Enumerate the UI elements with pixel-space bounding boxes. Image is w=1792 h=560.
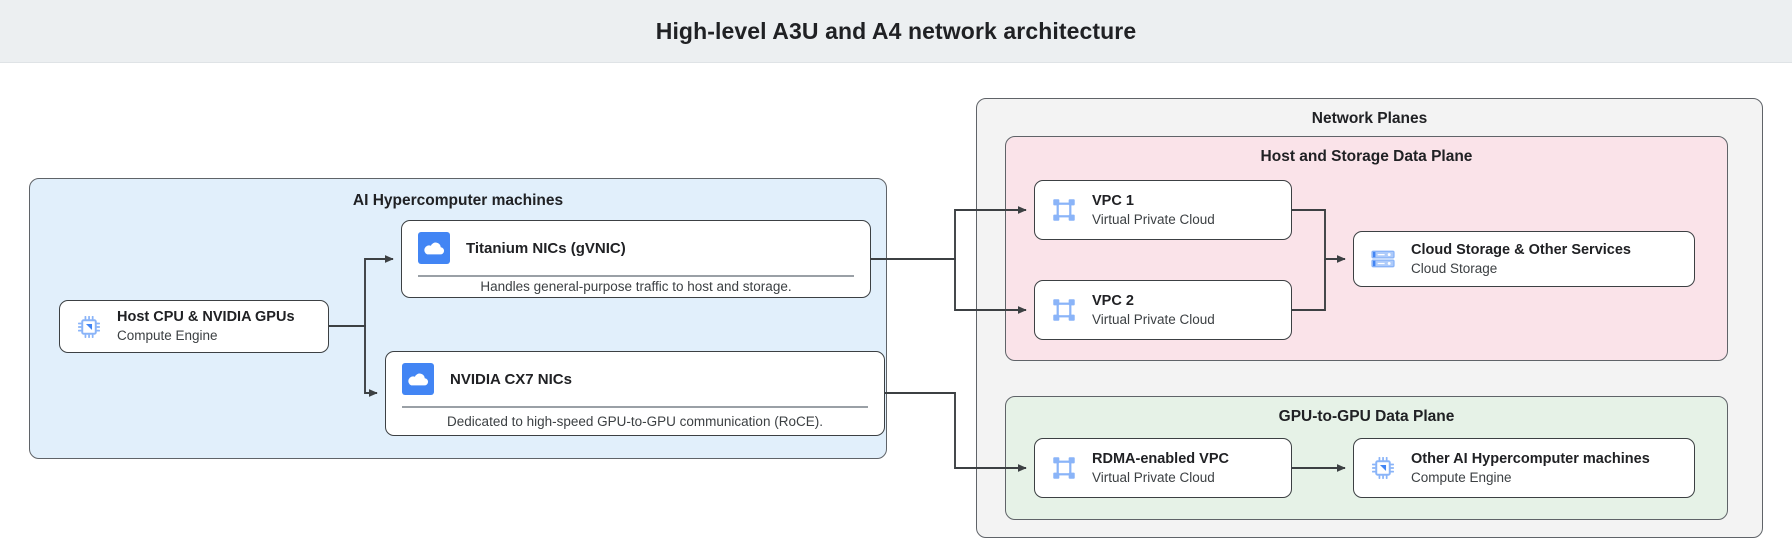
- node-title: VPC 2: [1092, 292, 1134, 309]
- vpc-icon: [1049, 295, 1079, 325]
- node-subtitle: Cloud Storage: [1411, 260, 1498, 276]
- node-title: Other AI Hypercomputer machines: [1411, 450, 1650, 467]
- group-title-gpu-plane: GPU-to-GPU Data Plane: [1278, 408, 1455, 425]
- page-title: High-level A3U and A4 network architectu…: [655, 18, 1137, 44]
- card-nvidia-cx7-nics-title: NVIDIA CX7 NICs: [450, 370, 572, 388]
- card-titanium-nics-caption: Handles general-purpose traffic to host …: [480, 279, 792, 295]
- card-nvidia-cx7-nics[interactable]: NVIDIA CX7 NICs Dedicated to high-speed …: [385, 351, 885, 436]
- group-title-network-planes: Network Planes: [1311, 110, 1428, 127]
- card-nvidia-cx7-nics-header: NVIDIA CX7 NICs: [386, 352, 884, 406]
- node-host-cpu-gpus-text: Host CPU & NVIDIA GPUs Compute Engine: [117, 308, 328, 345]
- node-rdma-enabled-vpc-text: RDMA-enabled VPC Virtual Private Cloud: [1092, 450, 1291, 487]
- node-title: Host CPU & NVIDIA GPUs: [117, 309, 295, 326]
- node-rdma-enabled-vpc[interactable]: RDMA-enabled VPC Virtual Private Cloud: [1034, 438, 1292, 498]
- node-subtitle: Compute Engine: [1411, 469, 1512, 485]
- card-divider: [418, 275, 854, 277]
- card-titanium-nics[interactable]: Titanium NICs (gVNIC) Handles general-pu…: [401, 220, 871, 298]
- node-subtitle: Virtual Private Cloud: [1092, 211, 1215, 227]
- card-titanium-nics-body: Handles general-purpose traffic to host …: [402, 277, 870, 297]
- node-cloud-storage[interactable]: Cloud Storage & Other Services Cloud Sto…: [1353, 231, 1695, 287]
- node-other-ai-hypercomputer-machines-text: Other AI Hypercomputer machines Compute …: [1411, 450, 1694, 487]
- cloud-icon: [402, 363, 434, 395]
- vpc-icon: [1049, 195, 1079, 225]
- node-other-ai-hypercomputer-machines[interactable]: Other AI Hypercomputer machines Compute …: [1353, 438, 1695, 498]
- card-nvidia-cx7-nics-caption: Dedicated to high-speed GPU-to-GPU commu…: [447, 413, 823, 429]
- node-host-cpu-gpus[interactable]: Host CPU & NVIDIA GPUs Compute Engine: [59, 300, 329, 353]
- vpc-icon: [1049, 453, 1079, 483]
- group-title-machines: AI Hypercomputer machines: [352, 192, 564, 209]
- node-subtitle: Virtual Private Cloud: [1092, 311, 1215, 327]
- title-bar: High-level A3U and A4 network architectu…: [0, 0, 1792, 63]
- node-vpc-2[interactable]: VPC 2 Virtual Private Cloud: [1034, 280, 1292, 340]
- cloud-storage-icon: [1368, 244, 1398, 274]
- node-title: VPC 1: [1092, 192, 1134, 209]
- compute-engine-icon: [74, 312, 104, 342]
- node-vpc-1-text: VPC 1 Virtual Private Cloud: [1092, 192, 1291, 229]
- node-title: Cloud Storage & Other Services: [1411, 241, 1631, 258]
- node-vpc-2-text: VPC 2 Virtual Private Cloud: [1092, 292, 1291, 329]
- node-subtitle: Compute Engine: [117, 328, 218, 344]
- node-title: RDMA-enabled VPC: [1092, 450, 1229, 467]
- card-divider: [402, 406, 868, 408]
- cloud-icon: [418, 232, 450, 264]
- compute-engine-icon: [1368, 453, 1398, 483]
- card-nvidia-cx7-nics-body: Dedicated to high-speed GPU-to-GPU commu…: [386, 408, 884, 435]
- group-title-host-storage: Host and Storage Data Plane: [1260, 148, 1473, 165]
- node-subtitle: Virtual Private Cloud: [1092, 469, 1215, 485]
- node-cloud-storage-text: Cloud Storage & Other Services Cloud Sto…: [1411, 241, 1694, 278]
- card-titanium-nics-title: Titanium NICs (gVNIC): [466, 239, 626, 257]
- card-titanium-nics-header: Titanium NICs (gVNIC): [402, 221, 870, 275]
- node-vpc-1[interactable]: VPC 1 Virtual Private Cloud: [1034, 180, 1292, 240]
